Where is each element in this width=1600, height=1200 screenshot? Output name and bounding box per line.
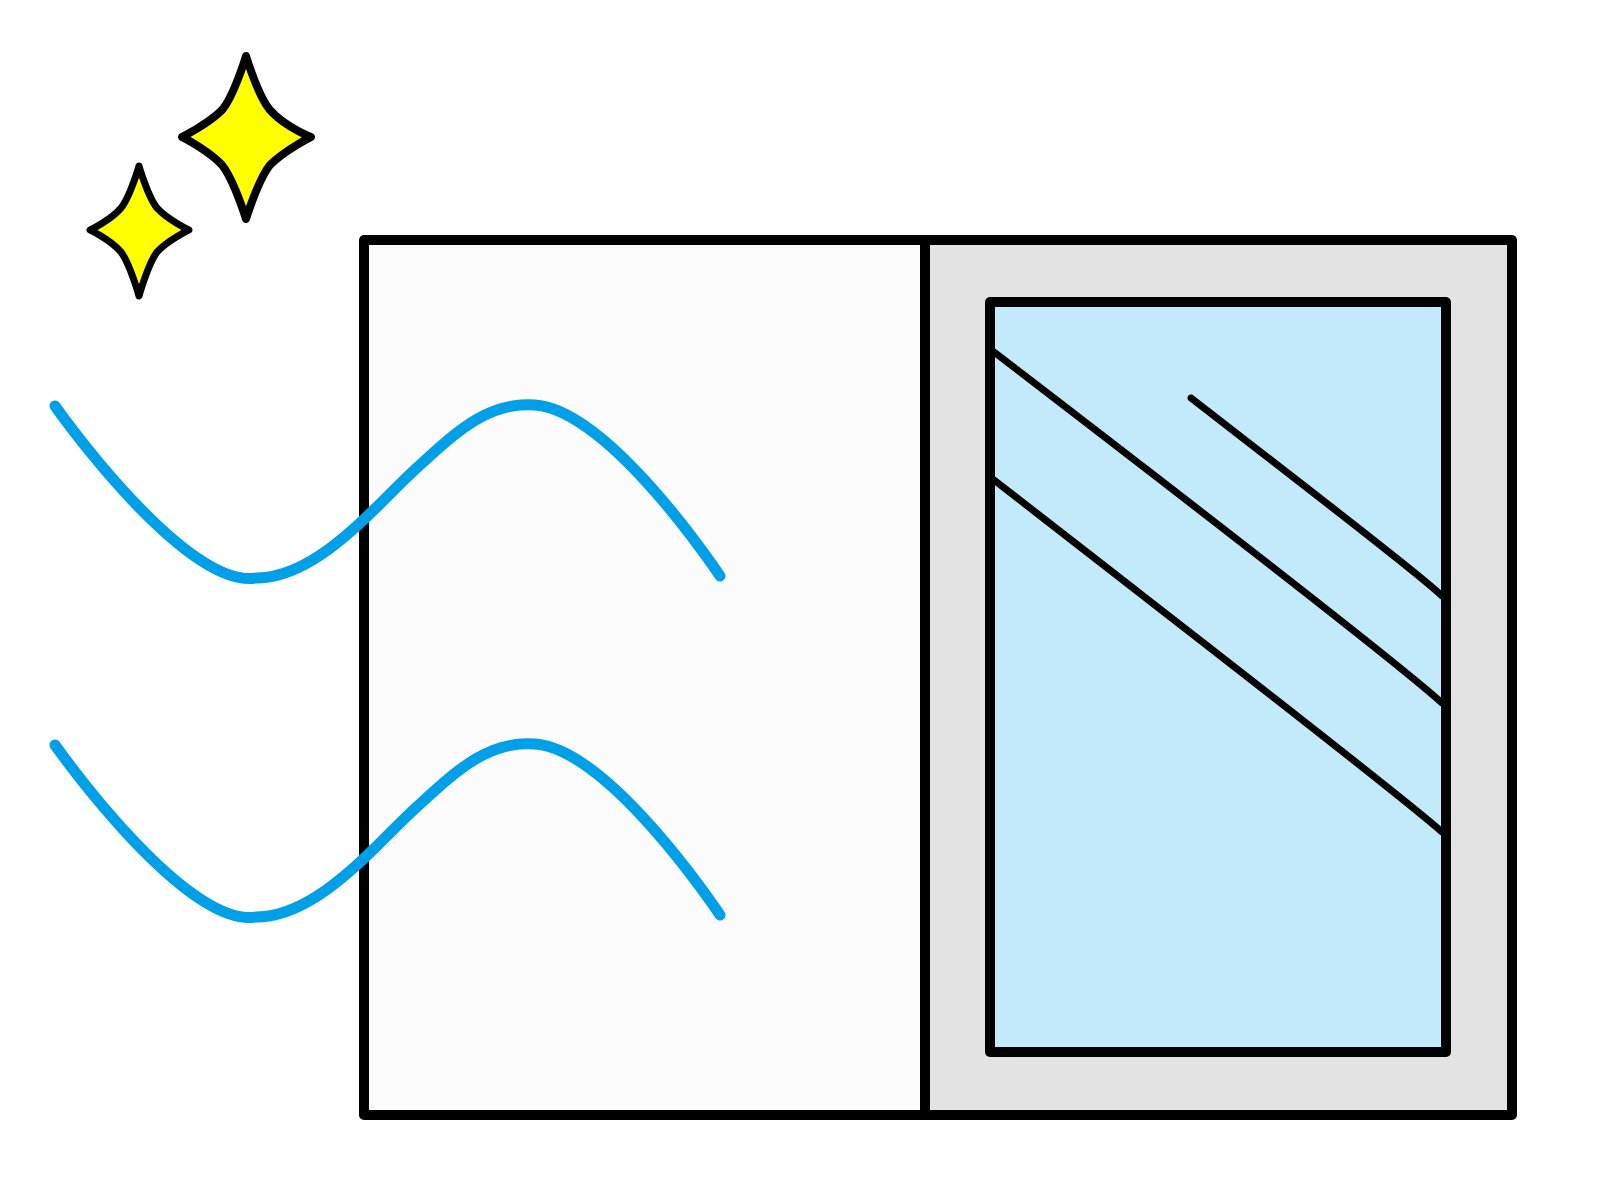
wind-icon xyxy=(49,399,726,584)
sparkle-icon xyxy=(178,52,315,223)
glass-reflection-lines xyxy=(990,348,1446,836)
window-glass xyxy=(985,297,1451,1057)
wind-icon xyxy=(49,738,726,923)
open-window-panel xyxy=(359,235,930,1120)
wind-icon-group xyxy=(49,399,726,923)
sparkle-icon xyxy=(86,162,193,300)
